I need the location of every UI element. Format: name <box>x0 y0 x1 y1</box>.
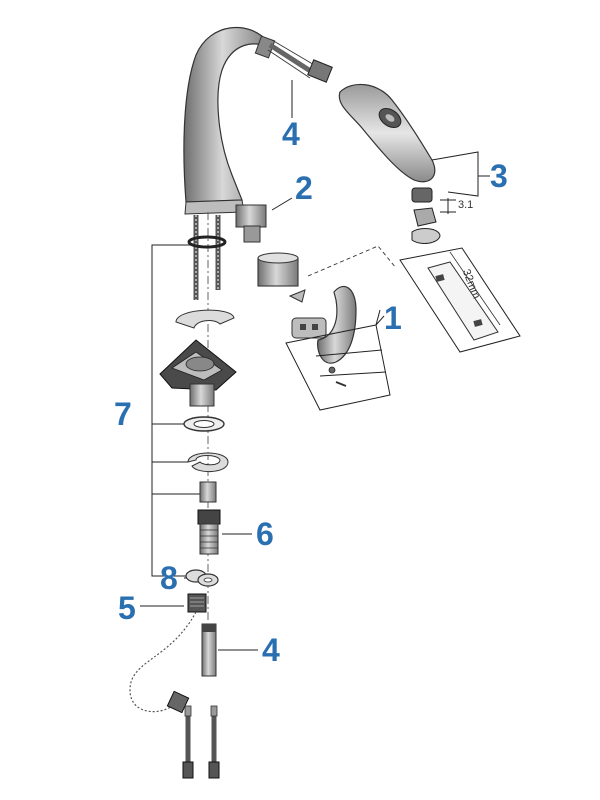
callout-cartridge: 2 <box>295 170 313 206</box>
threaded-adapter <box>197 509 221 555</box>
callout-nipple: 5 <box>118 590 136 626</box>
valve-body <box>257 252 299 287</box>
supply-hoses-upper <box>187 215 227 300</box>
spray-head <box>338 83 436 183</box>
aerator-parts <box>411 187 441 244</box>
handle-frame <box>285 309 391 411</box>
callout-adapter: 6 <box>256 516 274 552</box>
c-clip <box>187 452 229 472</box>
callout-handle: 1 <box>384 300 402 336</box>
mounting-plate <box>159 339 237 407</box>
washer-ring <box>183 416 225 432</box>
hose-nipple <box>187 593 207 613</box>
hex-nut <box>199 481 217 503</box>
callout-seal: 8 <box>160 560 178 596</box>
callout-spout-hose: 4 <box>282 116 300 152</box>
lower-hose <box>129 611 217 714</box>
supply-connectors <box>182 705 220 779</box>
callout-hose-bottom: 4 <box>262 632 280 668</box>
horseshoe-washer <box>175 309 235 329</box>
handle <box>288 286 357 387</box>
upper-hose <box>267 39 333 83</box>
cartridge <box>235 204 267 243</box>
callout-spray-head: 3 <box>490 158 508 194</box>
faucet-body <box>183 26 276 215</box>
spray-head-frame <box>307 245 521 353</box>
dimension-3-1: 3.1 <box>458 199 474 211</box>
seal-rings <box>185 569 219 587</box>
callout-leaders <box>140 80 490 651</box>
callout-base-kit: 7 <box>114 396 132 432</box>
